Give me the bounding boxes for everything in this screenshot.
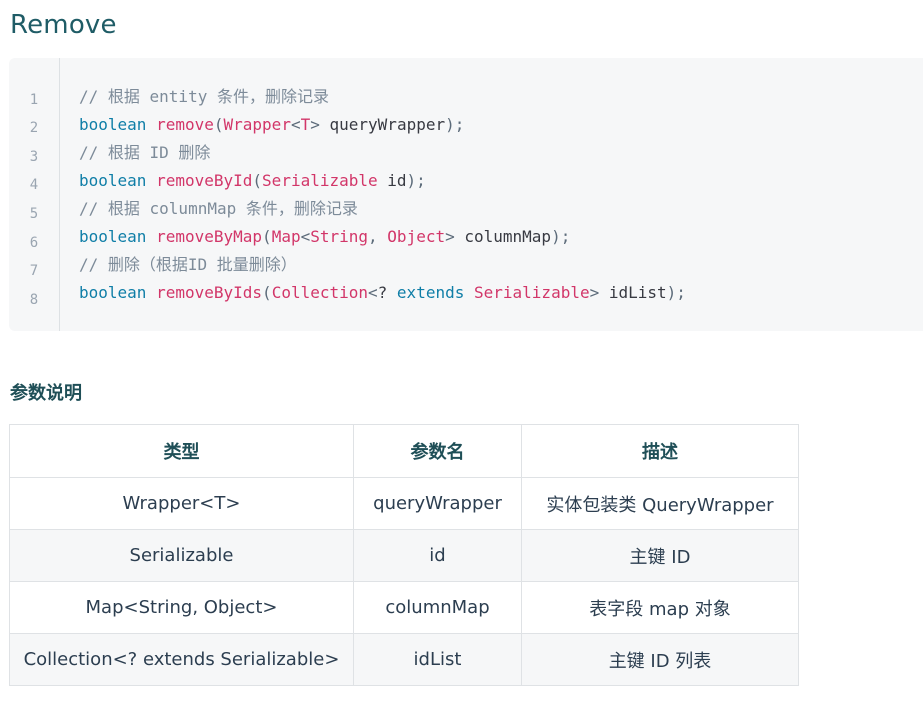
- code-token-plain: [464, 283, 474, 302]
- code-token-type: String: [310, 227, 369, 246]
- code-token-punct: (: [213, 115, 224, 134]
- code-token-comment: // 根据 entity 条件，删除记录: [79, 87, 329, 106]
- code-token-punct: (: [262, 227, 272, 246]
- line-number: 8: [29, 292, 39, 308]
- code-token-plain: idList: [599, 283, 667, 302]
- code-line: boolean removeByIds(Collection<? extends…: [79, 281, 686, 305]
- code-token-keyword: boolean: [79, 171, 147, 190]
- code-line: boolean removeById(Serializable id);: [79, 169, 426, 193]
- table-row: Wrapper<T> queryWrapper 实体包装类 QueryWrapp…: [9, 477, 799, 530]
- code-token-function: removeByMap: [156, 227, 263, 246]
- code-line: // 根据 entity 条件，删除记录: [79, 85, 329, 109]
- code-token-punct: );: [406, 171, 426, 190]
- table-header-row: 类型 参数名 描述: [9, 424, 799, 478]
- code-token-keyword: boolean: [79, 283, 147, 302]
- code-token-plain: ?: [377, 283, 397, 302]
- code-token-punct: (: [262, 283, 272, 302]
- code-token-type: Wrapper: [223, 115, 291, 134]
- table-row: Map<String, Object> columnMap 表字段 map 对象: [9, 581, 799, 634]
- header-type: 类型: [9, 424, 354, 478]
- line-number: 1: [29, 92, 39, 108]
- cell-name: columnMap: [353, 581, 522, 634]
- page-title: Remove: [10, 10, 117, 40]
- code-token-punct: >: [589, 283, 600, 302]
- line-number: 3: [29, 149, 39, 165]
- line-number-gutter: 1 2 3 4 5 6 7 8: [9, 58, 60, 331]
- cell-desc: 主键 ID: [521, 529, 799, 582]
- code-token-type: Collection: [271, 283, 369, 302]
- code-token-comment: // 根据 ID 删除: [79, 143, 211, 162]
- cell-name: idList: [353, 633, 522, 686]
- code-token-plain: [146, 171, 156, 190]
- code-line: // 删除（根据ID 批量删除）: [79, 253, 297, 277]
- cell-desc: 主键 ID 列表: [521, 633, 799, 686]
- code-token-type: Object: [387, 227, 446, 246]
- section-title-params: 参数说明: [10, 383, 82, 404]
- code-line: boolean remove(Wrapper<T> queryWrapper);: [79, 113, 464, 137]
- code-token-punct: >: [310, 115, 320, 134]
- cell-type: Serializable: [9, 529, 354, 582]
- code-token-plain: queryWrapper: [319, 115, 446, 134]
- cell-type: Wrapper<T>: [9, 477, 354, 530]
- header-name: 参数名: [353, 424, 522, 478]
- code-token-function: removeByIds: [156, 283, 263, 302]
- cell-name: queryWrapper: [353, 477, 522, 530]
- code-token-plain: [146, 283, 156, 302]
- code-line: boolean removeByMap(Map<String, Object> …: [79, 225, 570, 249]
- code-token-punct: <: [300, 227, 311, 246]
- code-block[interactable]: 1 2 3 4 5 6 7 8 // 根据 entity 条件，删除记录 boo…: [9, 58, 923, 331]
- code-token-plain: columnMap: [454, 227, 552, 246]
- code-token-punct: );: [551, 227, 571, 246]
- table-row: Collection<? extends Serializable> idLis…: [9, 633, 799, 686]
- code-token-punct: );: [445, 115, 465, 134]
- code-line: // 根据 columnMap 条件，删除记录: [79, 197, 358, 221]
- line-number: 6: [29, 235, 39, 251]
- params-table: 类型 参数名 描述 Wrapper<T> queryWrapper 实体包装类 …: [9, 424, 799, 686]
- line-number: 2: [29, 120, 39, 136]
- code-token-function: remove: [156, 115, 214, 134]
- code-token-type: Map: [271, 227, 301, 246]
- code-token-punct: <: [368, 283, 378, 302]
- code-token-plain: id: [377, 171, 407, 190]
- cell-desc: 实体包装类 QueryWrapper: [521, 477, 799, 530]
- cell-type: Map<String, Object>: [9, 581, 354, 634]
- code-token-punct: <: [290, 115, 301, 134]
- code-line: // 根据 ID 删除: [79, 141, 210, 165]
- code-token-plain: [146, 227, 156, 246]
- code-token-keyword: boolean: [79, 227, 147, 246]
- code-token-type: Serializable: [262, 171, 378, 190]
- code-token-comment: // 删除（根据ID 批量删除）: [79, 255, 297, 274]
- cell-type: Collection<? extends Serializable>: [9, 633, 354, 686]
- code-token-comment: // 根据 columnMap 条件，删除记录: [79, 199, 358, 218]
- table-row: Serializable id 主键 ID: [9, 529, 799, 582]
- code-token-punct: (: [252, 171, 263, 190]
- code-token-function: removeById: [156, 171, 253, 190]
- line-number: 5: [29, 206, 39, 222]
- code-token-keyword: extends: [396, 283, 465, 302]
- code-token-keyword: boolean: [79, 115, 147, 134]
- line-number: 7: [29, 263, 39, 279]
- code-token-punct: ,: [368, 227, 388, 246]
- header-desc: 描述: [521, 424, 799, 478]
- code-token-plain: [146, 115, 156, 134]
- line-number: 4: [29, 177, 39, 193]
- cell-desc: 表字段 map 对象: [521, 581, 799, 634]
- code-token-punct: );: [666, 283, 686, 302]
- cell-name: id: [353, 529, 522, 582]
- code-token-type: T: [300, 115, 311, 134]
- code-token-type: Serializable: [474, 283, 590, 302]
- code-token-punct: >: [445, 227, 455, 246]
